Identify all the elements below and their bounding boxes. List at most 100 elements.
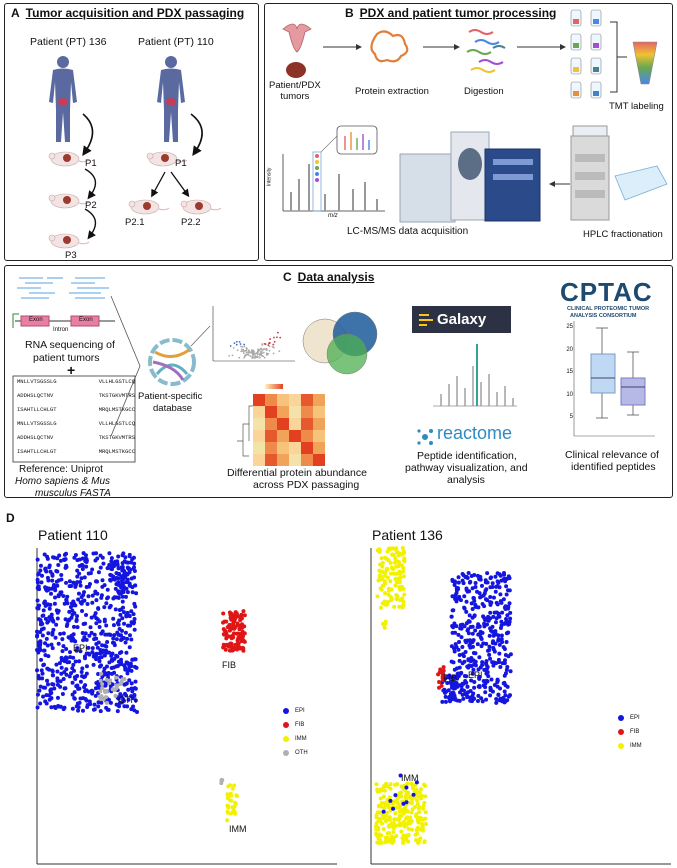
imm-cell-point [392, 546, 397, 551]
epi-cell-point [130, 590, 135, 595]
reactome-logo-text: reactome [437, 423, 513, 443]
epi-cell-point [447, 697, 452, 702]
epi-cell-point [41, 626, 46, 631]
label-p22: P2.2 [181, 217, 201, 228]
epi-cell-point [472, 680, 477, 685]
db-label-line2: database [153, 403, 193, 414]
umap-left-plot [35, 548, 337, 865]
epi-cell-point [129, 609, 134, 614]
epi-cell-point [43, 685, 48, 690]
epi-cell-point [462, 605, 467, 610]
epi-cell-point [131, 566, 136, 571]
epi-cell-point [489, 600, 494, 605]
epi-cell-point [43, 585, 48, 590]
epi-cell-point [459, 684, 464, 689]
epi-cell-point [84, 612, 89, 617]
epi-cell-point [464, 587, 469, 592]
epi-cell-point [40, 671, 45, 676]
epi-cell-point [96, 704, 101, 709]
epi-cell-point [450, 624, 455, 629]
imm-cell-point [410, 807, 415, 812]
epi-cell-point [98, 565, 103, 570]
epi-cell-point [63, 557, 68, 562]
imm-cell-point [401, 569, 406, 574]
epi-cell-point [108, 700, 113, 705]
diff-label-line2: across PDX passaging [253, 479, 360, 491]
imm-cell-point [379, 788, 384, 793]
epi-cell-point [93, 693, 98, 698]
epi-cell-point [54, 622, 59, 627]
volcano-point [258, 356, 261, 359]
imm-cell-point [382, 573, 387, 578]
epi-cell-point [113, 607, 118, 612]
heatmap-cell [313, 430, 325, 442]
epi-cell-point [393, 793, 398, 798]
volcano-point [256, 353, 259, 356]
epi-cell-point [462, 688, 467, 693]
epi-cell-point [491, 595, 496, 600]
epi-cell-point [103, 683, 108, 688]
imm-cell-point [226, 805, 231, 810]
panel-a-illustration [48, 56, 222, 249]
epi-cell-point [47, 606, 52, 611]
imm-cell-point [381, 794, 386, 799]
epi-cell-point [449, 644, 454, 649]
epi-cell-point [414, 780, 419, 785]
imm-cell-point [401, 820, 406, 825]
epi-cell-point [457, 690, 462, 695]
epi-cell-point [78, 649, 83, 654]
heatmap-cell [289, 394, 301, 406]
imm-cell-point [402, 559, 407, 564]
fib-cell-point [224, 634, 229, 639]
epi-cell-point [457, 640, 462, 645]
epi-cell-point [95, 591, 100, 596]
fib-cell-point [237, 632, 242, 637]
epi-cell-point [120, 565, 125, 570]
epi-cell-point [47, 563, 52, 568]
imm-cell-point [414, 798, 419, 803]
imm-cell-point [393, 576, 398, 581]
epi-cell-point [122, 621, 127, 626]
epi-cell-point [82, 635, 87, 640]
epi-cell-point [502, 689, 507, 694]
epi-cell-point [129, 576, 134, 581]
epi-cell-point [133, 679, 138, 684]
epi-cell-point [83, 683, 88, 688]
volcano-point [235, 343, 238, 346]
epi-cell-point [35, 634, 40, 639]
heatmap-cell [289, 454, 301, 466]
epi-cell-point [77, 563, 82, 568]
epi-cell-point [488, 693, 493, 698]
epi-cell-point [128, 623, 133, 628]
epi-cell-point [479, 583, 484, 588]
imm-cell-point [393, 811, 398, 816]
epi-cell-point [67, 584, 72, 589]
volcano-point [265, 352, 268, 355]
epi-cell-point [54, 662, 59, 667]
epi-cell-point [99, 655, 104, 660]
epi-cell-point [462, 659, 467, 664]
epi-cell-point [42, 600, 47, 605]
label-p21: P2.1 [125, 217, 145, 228]
epi-cell-point [64, 647, 69, 652]
epi-cell-point [467, 619, 472, 624]
epi-cell-point [118, 638, 123, 643]
epi-cell-point [82, 598, 87, 603]
lcms-label: LC-MS/MS data acquisition [347, 226, 469, 237]
epi-cell-point [92, 637, 97, 642]
epi-cell-point [94, 579, 99, 584]
epi-cell-point [64, 597, 69, 602]
epi-cell-point [43, 653, 48, 658]
plus-sign: + [67, 362, 76, 378]
epi-cell-point [484, 587, 489, 592]
epi-cell-point [475, 573, 480, 578]
epi-cell-point [127, 633, 132, 638]
epi-cell-point [46, 587, 51, 592]
epi-cell-point [59, 665, 64, 670]
heatmap-cell [277, 454, 289, 466]
volcano-point [251, 350, 253, 353]
volcano-point [261, 352, 264, 355]
epi-cell-point [471, 595, 476, 600]
volcano-point [241, 350, 243, 352]
